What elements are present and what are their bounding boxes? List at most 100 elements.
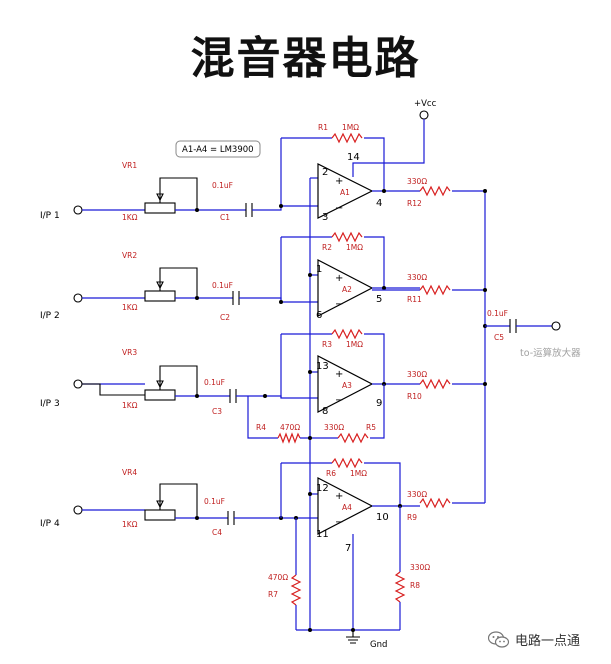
ip4-label: I/P 4 xyxy=(40,519,60,529)
r6-resistor xyxy=(331,457,363,469)
r7-label: R7 xyxy=(268,590,278,599)
r4-label: R4 xyxy=(256,423,266,432)
svg-text:+: + xyxy=(335,491,343,502)
vcc-label: +Vcc xyxy=(414,99,437,109)
a1-pin-bottom: 3 xyxy=(322,212,328,223)
r7-value: 470Ω xyxy=(268,573,288,582)
r12-resistor xyxy=(419,185,451,197)
r4-value: 470Ω xyxy=(280,423,300,432)
r2-label: R2 xyxy=(322,243,332,252)
watermark: 电路一点通 xyxy=(488,630,580,649)
r8-value: 330Ω xyxy=(410,563,430,572)
r4-resistor xyxy=(277,432,301,444)
ip1-terminal[interactable] xyxy=(73,205,83,215)
r12-label: R12 xyxy=(407,199,422,208)
stage-2: I/P 2 VR2 1KΩ 0.1uF C2 A2 + − 1 6 5 R2 1… xyxy=(40,231,485,322)
r11-label: R11 xyxy=(407,295,422,304)
vr1-pot xyxy=(144,202,176,214)
r3-resistor xyxy=(331,328,363,340)
c5-label: C5 xyxy=(494,333,504,342)
output-terminal[interactable] xyxy=(551,321,561,331)
c2-capacitor xyxy=(232,291,240,305)
c3-capacitor xyxy=(229,389,237,403)
a2-pin-top: 1 xyxy=(316,264,322,275)
r5-label: R5 xyxy=(366,423,376,432)
a2-opamp xyxy=(317,259,374,317)
stage-3: I/P 3 VR3 1KΩ 0.1uF C3 A3 + − 13 8 9 R3 … xyxy=(40,328,485,444)
svg-text:−: − xyxy=(335,395,343,406)
r6-label: R6 xyxy=(326,469,336,478)
r8-label: R8 xyxy=(410,581,420,590)
stage-1: I/P 1 VR1 1KΩ 0.1uF C1 A1 + − 2 3 14 4 R… xyxy=(40,123,485,223)
a3-pin-out: 9 xyxy=(376,398,382,409)
a4-opamp xyxy=(317,477,374,535)
c2-value: 0.1uF xyxy=(212,281,233,290)
a4-pin-out: 10 xyxy=(376,512,389,523)
c1-capacitor xyxy=(245,203,253,217)
ip2-label: I/P 2 xyxy=(40,311,60,321)
r1-label: R1 xyxy=(318,123,328,132)
svg-text:+: + xyxy=(335,369,343,380)
stage-4: I/P 4 VR4 1KΩ 0.1uF C4 A4 + − 12 11 10 7… xyxy=(40,457,485,650)
c2-label: C2 xyxy=(220,313,230,322)
c1-label: C1 xyxy=(220,213,230,222)
a4-pin-top: 12 xyxy=(316,483,329,494)
ip1-label: I/P 1 xyxy=(40,211,60,221)
output-note: to-运算放大器 xyxy=(520,347,581,359)
svg-text:+: + xyxy=(335,273,343,284)
vcc-wire xyxy=(352,119,425,177)
r2-value: 1MΩ xyxy=(346,243,363,252)
r1-resistor xyxy=(331,132,363,144)
a3-pin-bottom: 8 xyxy=(322,406,328,417)
a1-pin-top: 2 xyxy=(322,167,328,178)
c1-value: 0.1uF xyxy=(212,181,233,190)
r11-resistor xyxy=(419,284,451,296)
vr2-value: 1KΩ xyxy=(122,303,138,312)
r5-resistor xyxy=(337,432,369,444)
r1-value: 1MΩ xyxy=(342,123,359,132)
a3-name: A3 xyxy=(342,381,352,390)
r7-resistor xyxy=(290,574,302,606)
c4-label: C4 xyxy=(212,528,222,537)
a4-pin-gnd: 7 xyxy=(345,543,351,554)
a1-pin-vcc: 14 xyxy=(347,152,360,163)
r10-value: 330Ω xyxy=(407,370,427,379)
a1-name: A1 xyxy=(340,188,350,197)
r3-value: 1MΩ xyxy=(346,340,363,349)
a4-name: A4 xyxy=(342,503,352,512)
c5-capacitor xyxy=(509,319,517,333)
ip2-terminal[interactable] xyxy=(73,293,83,303)
r5-value: 330Ω xyxy=(324,423,344,432)
vr1-value: 1KΩ xyxy=(122,213,138,222)
vr2-label: VR2 xyxy=(122,251,137,260)
vr3-value: 1KΩ xyxy=(122,401,138,410)
r6-value: 1MΩ xyxy=(350,469,367,478)
vr4-value: 1KΩ xyxy=(122,520,138,529)
vr3-label: VR3 xyxy=(122,348,137,357)
r9-resistor xyxy=(419,497,451,509)
page-title: 混音器电路 xyxy=(190,33,421,84)
r9-value: 330Ω xyxy=(407,490,427,499)
c3-value: 0.1uF xyxy=(204,378,225,387)
ip3-label: I/P 3 xyxy=(40,399,60,409)
r3-label: R3 xyxy=(322,340,332,349)
a2-name: A2 xyxy=(342,285,352,294)
chip-note-box xyxy=(175,140,261,158)
vcc-terminal xyxy=(419,110,429,120)
a2-pin-bottom: 6 xyxy=(316,310,322,321)
c4-capacitor xyxy=(227,511,235,525)
vr4-pot xyxy=(144,509,176,521)
r11-value: 330Ω xyxy=(407,273,427,282)
svg-text:+: + xyxy=(335,176,343,187)
a1-opamp xyxy=(317,163,374,219)
vr1-label: VR1 xyxy=(122,161,137,170)
a1-pin-out: 4 xyxy=(376,198,382,209)
watermark-text: 电路一点通 xyxy=(515,634,581,649)
ip3-terminal[interactable] xyxy=(73,379,83,389)
a3-opamp xyxy=(317,355,374,413)
a4-pin-bottom: 11 xyxy=(316,529,329,540)
svg-text:−: − xyxy=(335,299,343,310)
c5-value: 0.1uF xyxy=(487,309,508,318)
ip4-terminal[interactable] xyxy=(73,505,83,515)
